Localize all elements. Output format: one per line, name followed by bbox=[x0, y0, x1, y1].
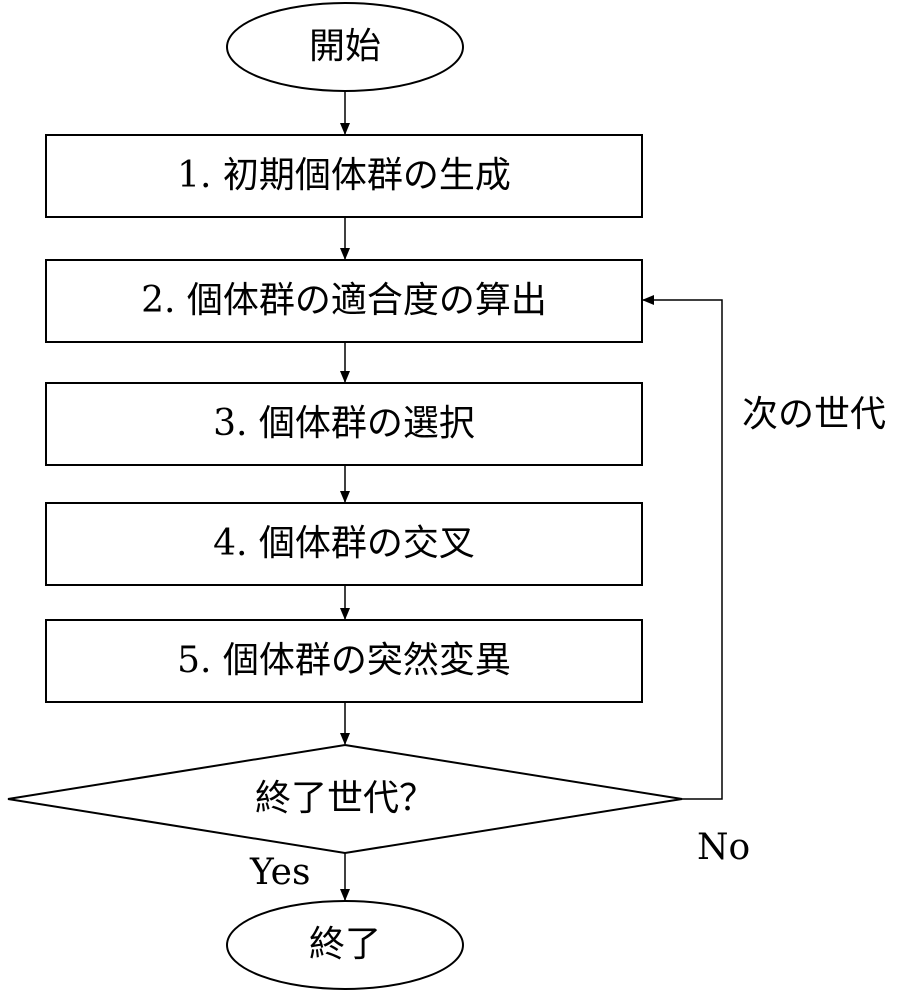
yes-label: Yes bbox=[250, 852, 311, 893]
end-label: 終了 bbox=[308, 924, 381, 965]
step2-box bbox=[45, 259, 643, 343]
step4-box bbox=[45, 502, 643, 586]
step3-label: 3. 個体群の選択 bbox=[213, 403, 475, 444]
step3-box bbox=[45, 382, 643, 466]
step4-label: 4. 個体群の交叉 bbox=[213, 523, 475, 564]
step5-label: 5. 個体群の突然変異 bbox=[177, 640, 511, 681]
start-label: 開始 bbox=[308, 26, 381, 67]
step1-box bbox=[45, 134, 643, 218]
step5-box bbox=[45, 619, 643, 703]
no-label: No bbox=[697, 827, 751, 868]
step1-label: 1. 初期個体群の生成 bbox=[177, 155, 511, 196]
loop-back-arrow bbox=[642, 295, 723, 800]
decision-label: 終了世代？ bbox=[254, 778, 435, 819]
step2-label: 2. 個体群の適合度の算出 bbox=[141, 280, 547, 321]
loop-label: 次の世代 bbox=[742, 394, 887, 435]
end-terminal-shape bbox=[226, 900, 464, 990]
